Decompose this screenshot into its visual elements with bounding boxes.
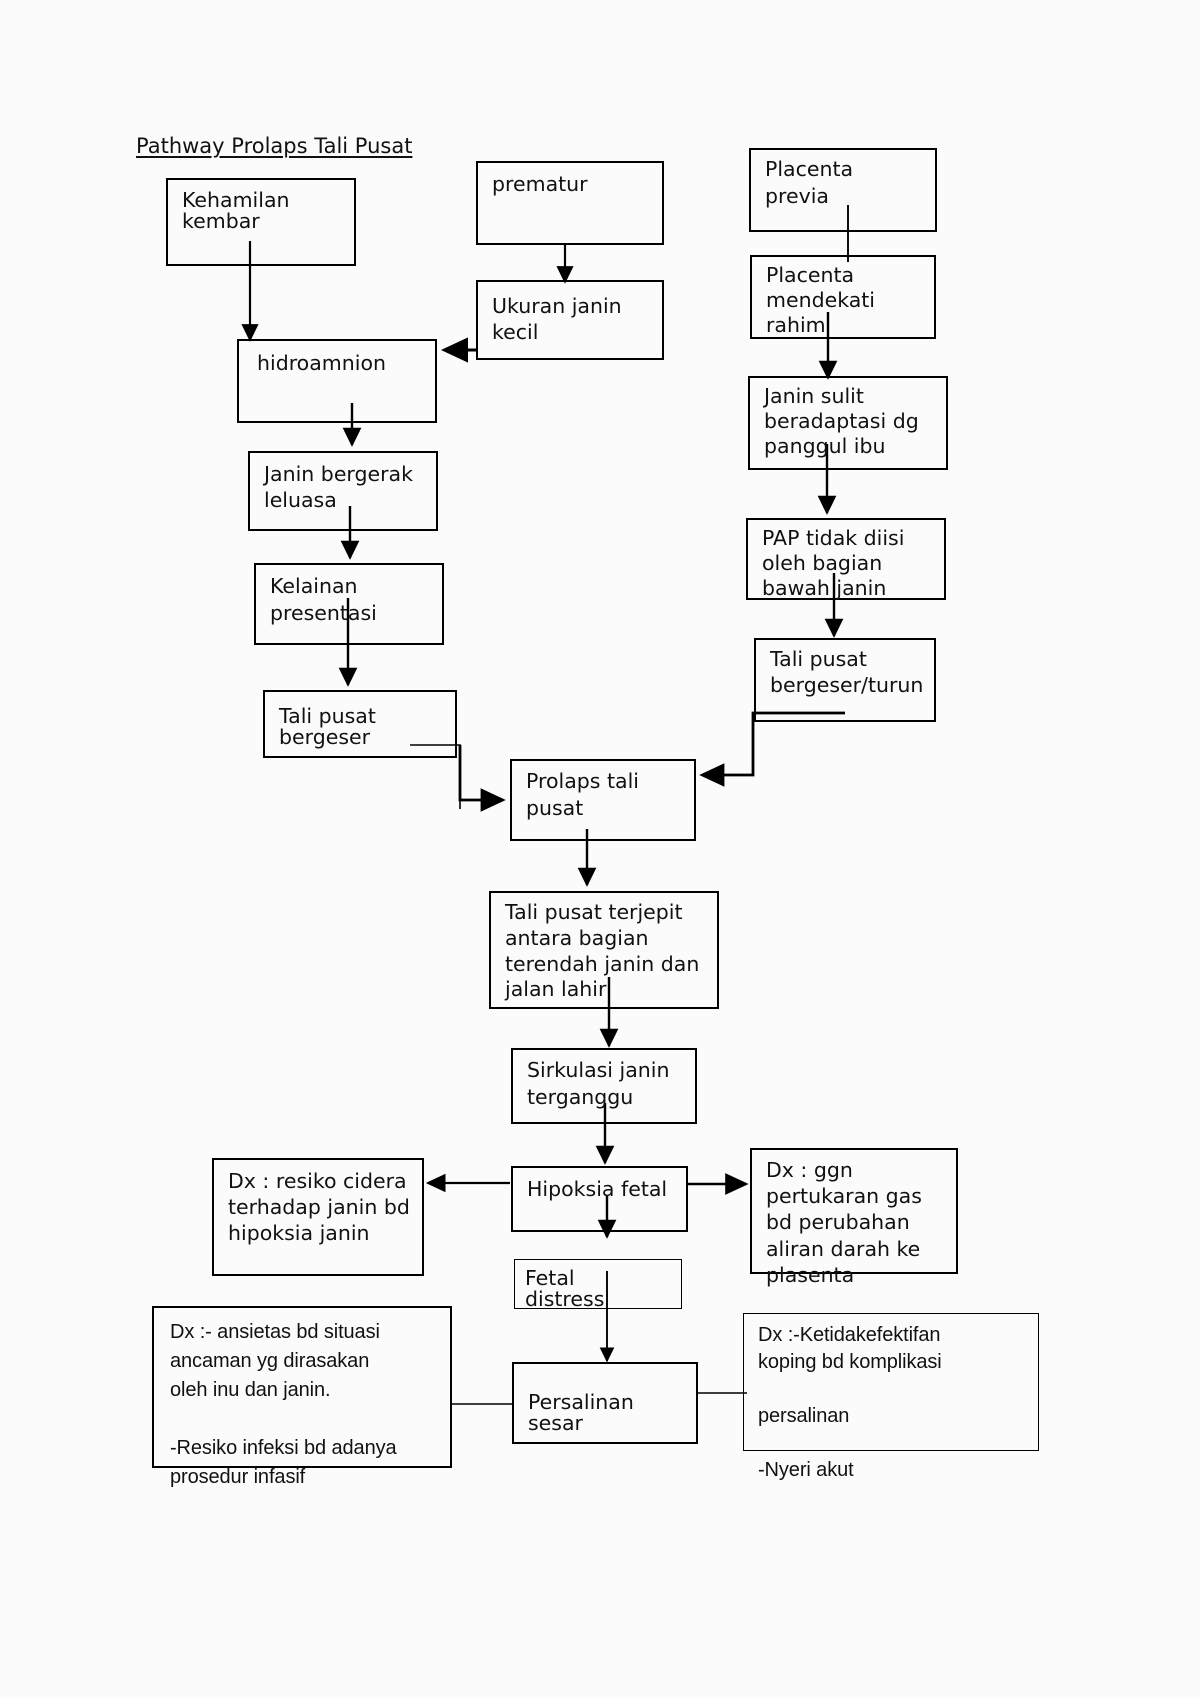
node-dx-ggn-pertukaran-gas[interactable]: Dx : ggn pertukaran gas bd perubahan ali… <box>750 1148 958 1287</box>
node-janin-sulit-beradaptasi[interactable]: Janin sulit beradaptasi dg panggul ibu <box>748 376 948 470</box>
node-persalinan-sesar[interactable]: Persalinan sesar <box>512 1362 698 1444</box>
node-pap-tidak-diisi[interactable]: PAP tidak diisi oleh bagian bawah janin <box>746 518 946 600</box>
page-title: Pathway Prolaps Tali Pusat <box>136 134 413 158</box>
node-placenta-previa[interactable]: Placenta previa <box>749 148 937 232</box>
node-dx-ansietas[interactable]: Dx :- ansietas bd situasi ancaman yg dir… <box>152 1306 452 1488</box>
node-dx-ketidakefektifan-koping[interactable]: Dx :-Ketidakefektifan koping bd komplika… <box>743 1313 1039 1481</box>
edge-talipusatbergeser-to-prolaps-arrow <box>458 745 506 812</box>
node-sirkulasi-janin-terganggu[interactable]: Sirkulasi janin terganggu <box>511 1048 697 1124</box>
node-tali-pusat-terjepit[interactable]: Tali pusat terjepit antara bagian terend… <box>489 891 719 1009</box>
node-kehamilan-kembar[interactable]: Kehamilan kembar <box>166 178 356 266</box>
node-prematur[interactable]: prematur <box>476 161 664 245</box>
node-janin-bergerak-leluasa[interactable]: Janin bergerak leluasa <box>248 451 438 531</box>
node-ukuran-janin-kecil[interactable]: Ukuran janin kecil <box>476 280 664 360</box>
node-tali-pusat-bergeser[interactable]: Tali pusat bergeser <box>263 690 457 758</box>
node-hipoksia-fetal[interactable]: Hipoksia fetal <box>511 1166 688 1232</box>
node-tali-pusat-bergeser-turun[interactable]: Tali pusat bergeser/turun <box>754 638 936 722</box>
node-kelainan-presentasi[interactable]: Kelainan presentasi <box>254 563 444 645</box>
node-dx-resiko-cidera[interactable]: Dx : resiko cidera terhadap janin bd hip… <box>212 1158 424 1276</box>
node-placenta-mendekati-rahim[interactable]: Placenta mendekati rahim <box>750 255 936 339</box>
edge-talipusatturun-to-prolaps <box>699 711 845 787</box>
node-hidroamnion[interactable]: hidroamnion <box>237 339 437 423</box>
node-fetal-distress[interactable]: Fetal distress <box>514 1259 682 1309</box>
node-prolaps-tali-pusat[interactable]: Prolaps tali pusat <box>510 759 696 841</box>
